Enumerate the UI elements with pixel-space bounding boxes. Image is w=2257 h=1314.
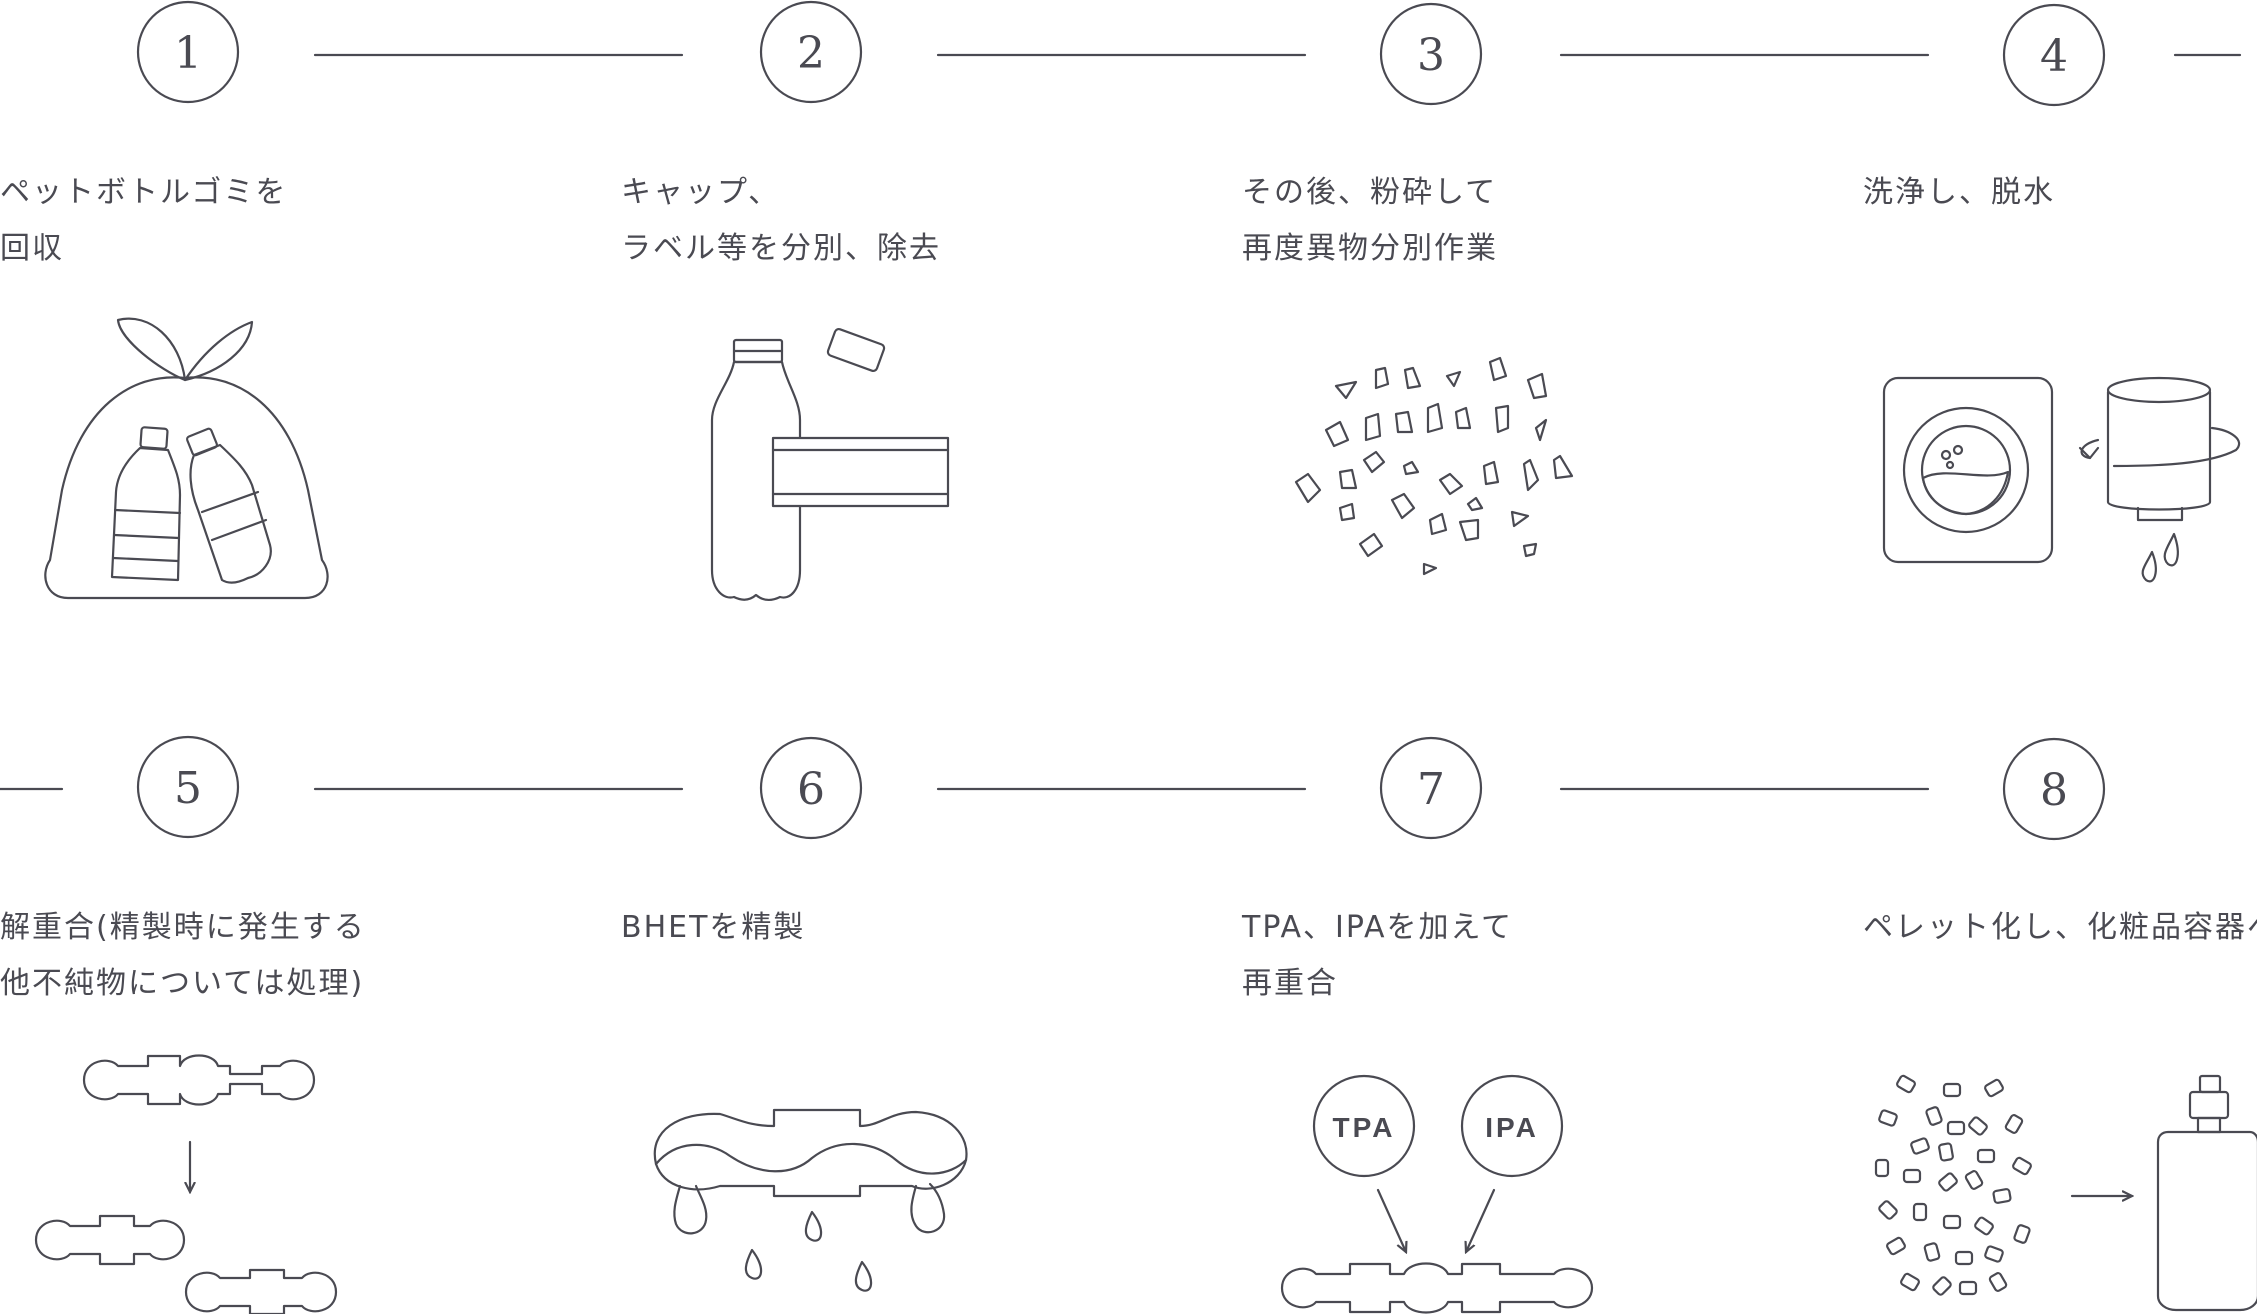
garbage-bag-with-bottles-icon xyxy=(44,317,329,600)
step-4-line-1: 洗浄し、脱水 xyxy=(1863,175,2055,210)
step-7-line-2: 再重合 xyxy=(1242,966,1338,1001)
step-caption-6: BHETを精製 xyxy=(621,900,805,956)
step-number-3: 3 xyxy=(1417,30,1445,81)
step-6-line-1: BHETを精製 xyxy=(621,910,806,945)
step-5-line-1: 解重合(精製時に発生する xyxy=(0,910,366,945)
step-2-line-1: キャップ、 xyxy=(621,175,781,210)
step-7-line-1: TPA、IPAを加えて xyxy=(1242,910,1514,945)
step-5-line-2: 他不純物については処理) xyxy=(0,966,365,1001)
step-caption-5: 解重合(精製時に発生する 他不純物については処理) xyxy=(0,900,366,1012)
step-number-7: 7 xyxy=(1417,764,1445,815)
tpa-circle xyxy=(1312,1074,1416,1178)
bhet-melting-icon xyxy=(653,1108,968,1292)
step-number-6: 6 xyxy=(797,764,825,815)
step-number-8: 8 xyxy=(2040,765,2068,816)
step-number-1: 1 xyxy=(174,28,202,79)
ipa-circle xyxy=(1460,1074,1564,1178)
step-caption-3: その後、粉砕して 再度異物分別作業 xyxy=(1242,165,1498,277)
step-circle-7: 7 xyxy=(1379,736,1483,840)
crushed-flakes-icon xyxy=(1294,356,1574,576)
tpa-label: TPA xyxy=(1333,1112,1396,1143)
step-1-line-2: 回収 xyxy=(0,231,64,266)
step-3-line-2: 再度異物分別作業 xyxy=(1242,231,1498,266)
pellets-to-spray-bottle-icon xyxy=(1874,1074,2257,1312)
step-caption-7: TPA、IPAを加えて 再重合 xyxy=(1242,900,1513,1012)
step-caption-2: キャップ、 ラベル等を分別、除去 xyxy=(621,165,941,277)
step-circle-6: 6 xyxy=(759,736,863,840)
washer-and-dehydrator-icon xyxy=(1882,376,2241,583)
step-caption-1: ペットボトルゴミを 回収 xyxy=(0,165,287,277)
step-circle-4: 4 xyxy=(2002,3,2106,107)
step-number-5: 5 xyxy=(174,763,202,814)
step-caption-8: ペレット化し、化粧品容器へ xyxy=(1863,900,2257,956)
depolymerization-chain-icon xyxy=(34,1054,338,1314)
bottle-cap-label-separation-icon xyxy=(710,327,950,601)
step-circle-8: 8 xyxy=(2002,737,2106,841)
step-number-4: 4 xyxy=(2040,31,2068,82)
step-number-2: 2 xyxy=(797,28,825,79)
connector-lines xyxy=(0,53,2242,791)
tpa-ipa-repolymerization-icon: TPA IPA xyxy=(1280,1074,1594,1314)
step-caption-4: 洗浄し、脱水 xyxy=(1863,165,2055,221)
step-circle-2: 2 xyxy=(759,0,863,104)
ipa-label: IPA xyxy=(1485,1112,1539,1143)
step-8-line-1: ペレット化し、化粧品容器へ xyxy=(1863,910,2257,945)
step-2-line-2: ラベル等を分別、除去 xyxy=(621,231,941,266)
step-3-line-1: その後、粉砕して xyxy=(1242,175,1498,210)
step-circle-5: 5 xyxy=(136,735,240,839)
step-1-line-1: ペットボトルゴミを xyxy=(0,175,288,210)
step-circle-1: 1 xyxy=(136,0,240,104)
step-circle-3: 3 xyxy=(1379,2,1483,106)
